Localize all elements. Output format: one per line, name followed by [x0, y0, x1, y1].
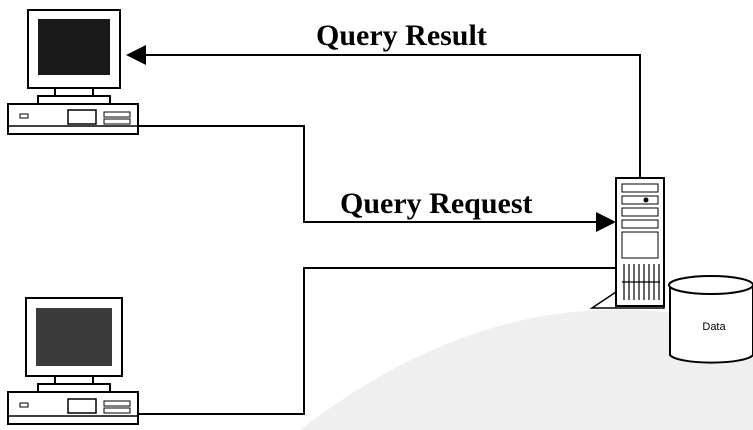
- monitor-icon: [27, 9, 121, 105]
- bottom-client-link: [138, 267, 616, 415]
- background-arc: [300, 309, 753, 430]
- query-result-arrow: [126, 45, 641, 178]
- monitor-icon: [25, 297, 123, 393]
- database-cylinder-icon: Data: [668, 275, 753, 364]
- desktop-case-icon: [7, 391, 139, 425]
- query-request-label: Query Request: [340, 187, 532, 220]
- client-computer-bottom: [7, 297, 139, 425]
- server-tower-icon: [589, 177, 665, 309]
- client-computer-top: [7, 9, 139, 135]
- data-store-label: Data: [702, 321, 726, 333]
- query-request-arrow: [138, 125, 616, 232]
- desktop-case-icon: [7, 103, 139, 135]
- server-vent-grill: [622, 264, 660, 300]
- query-result-label: Query Result: [316, 19, 487, 52]
